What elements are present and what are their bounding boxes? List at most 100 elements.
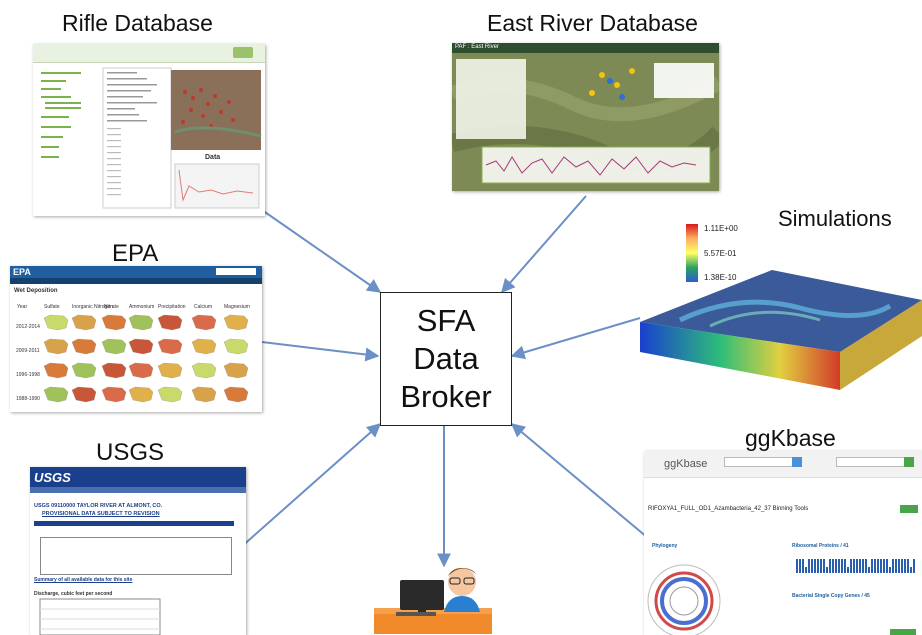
epa-us-map [71, 314, 97, 331]
epa-us-map [43, 386, 69, 403]
ribosomal-protein-bar [817, 559, 819, 573]
ribosomal-protein-bar [868, 567, 870, 573]
rifle-header-bar [33, 44, 265, 63]
arrow-eastriver-to-hub [501, 195, 587, 294]
east-river-app-title: PAF : East River [455, 44, 499, 50]
ribosomal-protein-bar [874, 559, 876, 573]
rifle-database-label: Rifle Database [62, 10, 213, 36]
terrain-top [640, 270, 922, 352]
ribosomal-protein-bar [853, 559, 855, 573]
epa-row-label: 1996-1998 [16, 372, 40, 378]
east-river-map [452, 53, 719, 191]
east-river-screenshot: PAF : East River [452, 43, 719, 191]
ribosomal-protein-bar [829, 559, 831, 573]
ribosomal-protein-bar [862, 559, 864, 573]
epa-header-bar: EPA [10, 266, 262, 278]
epa-label: EPA [112, 240, 159, 267]
epa-row-label: 2012-2014 [16, 324, 40, 330]
ribosomal-protein-bar [865, 559, 867, 573]
ribosomal-protein-bar [850, 559, 852, 573]
usgs-label: USGS [96, 439, 165, 466]
ribosomal-protein-bar [832, 559, 834, 573]
epa-us-map [101, 314, 127, 331]
user-at-computer-icon [374, 568, 492, 634]
ribosomal-protein-bar [901, 559, 903, 573]
ribosomal-protein-bar [871, 559, 873, 573]
ribosomal-protein-bar [823, 559, 825, 573]
ribosomal-protein-bar [820, 559, 822, 573]
epa-us-map [101, 386, 127, 403]
epa-search-box [216, 268, 256, 275]
usgs-discharge-chart [39, 598, 161, 635]
epa-us-map [71, 362, 97, 379]
epa-col-header: Calcium [194, 304, 213, 310]
usgs-station-name: USGS 09110000 TAYLOR RIVER AT ALMONT, CO… [34, 503, 163, 509]
epa-us-map [157, 386, 183, 403]
ggkbase-action-button [900, 505, 918, 513]
rifle-logo-icon [233, 47, 253, 58]
ggkbase-ribosomal-title: Ribosomal Proteins / 41 [792, 543, 849, 549]
ribosomal-protein-bar [895, 559, 897, 573]
hub-line-2: Data [413, 341, 479, 376]
ribosomal-protein-bar [799, 559, 801, 573]
desk [374, 612, 492, 634]
ribosomal-protein-bar [898, 559, 900, 573]
colorbar-mid: 5.57E-01 [704, 249, 737, 258]
ggkbase-go-button [904, 457, 914, 467]
ggkbase-search-button [792, 457, 802, 467]
simulation-render: 1.11E+00 5.57E-01 1.38E-10 [640, 224, 922, 390]
epa-us-map [43, 338, 69, 355]
ribosomal-protein-bar [844, 559, 846, 573]
usgs-summary-link: Summary of all available data for this s… [34, 577, 133, 583]
ggkbase-logo: ggKbase [664, 458, 708, 470]
epa-us-map [223, 314, 249, 331]
sfa-data-broker-box: SFA Data Broker [380, 292, 512, 426]
usgs-chart-title: Discharge, cubic feet per second [34, 591, 113, 597]
epa-us-map [223, 338, 249, 355]
ribosomal-protein-bar [856, 559, 858, 573]
ribosomal-protein-bar [877, 559, 879, 573]
arrow-ggkbase-to-hub [510, 423, 649, 539]
east-river-database-label: East River Database [487, 10, 698, 36]
ribosomal-protein-bar [859, 559, 861, 573]
epa-col-header: Magnesium [224, 304, 250, 310]
ribosomal-protein-bar [886, 559, 888, 573]
hub-line-1: SFA [416, 303, 476, 338]
epa-col-header: Inorganic Nitrogen [72, 304, 113, 310]
epa-map-table: Year Sulfate Inorganic Nitrogen Nitrate … [14, 304, 258, 408]
colorbar-max: 1.11E+00 [704, 224, 738, 233]
ggkbase-phylogeny-title: Phylogeny [652, 543, 678, 549]
usgs-options-box [40, 537, 232, 575]
epa-us-map [191, 362, 217, 379]
epa-us-map [157, 362, 183, 379]
epa-col-header: Year [17, 304, 28, 310]
epa-us-map [157, 338, 183, 355]
epa-us-map [191, 338, 217, 355]
ggkbase-screenshot: ggKbase RIFOXYA1_FULL_OD1_Azambacteria_4… [644, 451, 922, 635]
monitor [400, 580, 444, 610]
epa-us-map [101, 338, 127, 355]
epa-col-header: Ammonium [129, 304, 155, 310]
east-river-nav-bar: PAF : East River [452, 43, 719, 53]
rifle-page-body [41, 67, 262, 209]
usgs-screenshot: USGS USGS 09110000 TAYLOR RIVER AT ALMON… [30, 467, 246, 635]
epa-us-map [101, 362, 127, 379]
epa-row-label: 1988-1990 [16, 396, 40, 402]
ribosomal-protein-bar [907, 559, 909, 573]
hub-line-3: Broker [400, 379, 492, 414]
ribosomal-protein-bar [805, 567, 807, 573]
epa-us-map [43, 362, 69, 379]
ribosomal-protein-bar [802, 559, 804, 573]
ggkbase-heading: RIFOXYA1_FULL_OD1_Azambacteria_42_37 Bin… [648, 506, 809, 512]
epa-col-header: Nitrate [104, 304, 119, 310]
ribosomal-protein-bar [913, 559, 915, 573]
ribosomal-protein-bar [892, 559, 894, 573]
epa-col-header: Precipitation [158, 304, 186, 310]
epa-us-map [157, 314, 183, 331]
epa-maps [43, 314, 249, 403]
ribosomal-protein-bar [889, 567, 891, 573]
ribosomal-protein-bar [847, 567, 849, 573]
colorbar [686, 224, 698, 282]
ggkbase-panels [647, 559, 916, 635]
person-shirt [444, 596, 480, 612]
